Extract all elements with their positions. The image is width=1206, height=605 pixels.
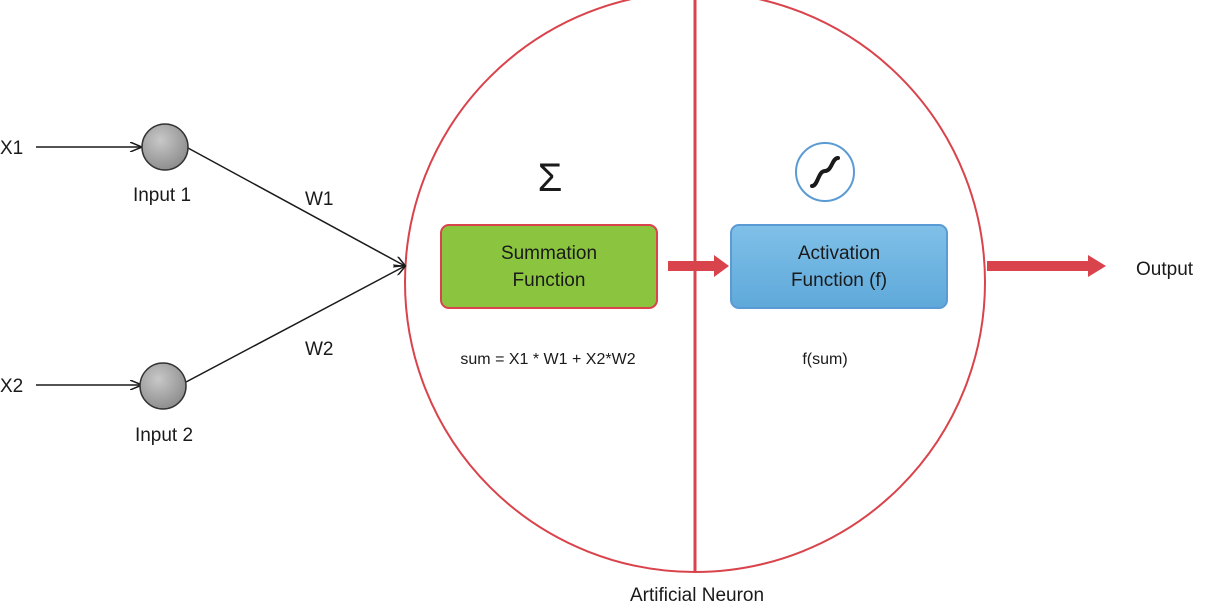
weight-w2-label: W2 [305, 339, 334, 360]
weight-w1-label: W1 [305, 189, 334, 210]
neuron-label: Artificial Neuron [630, 585, 764, 605]
x1-label: X1 [0, 138, 23, 159]
activation-box-line-1: Activation [797, 242, 881, 264]
w2-edge [185, 266, 405, 383]
summation-function-box: Summation Function [440, 224, 658, 309]
input-node-1 [141, 123, 189, 171]
sigma-symbol: Σ [538, 156, 563, 200]
activation-box-line-2: Function (f) [790, 269, 888, 291]
sigmoid-curve-icon [810, 156, 840, 188]
input-1-label: Input 1 [133, 185, 191, 206]
w1-edge [187, 147, 405, 266]
activation-function-box: Activation Function (f) [730, 224, 948, 309]
summation-to-activation-arrow [668, 255, 729, 277]
input-2-label: Input 2 [135, 425, 193, 446]
x2-label: X2 [0, 376, 23, 397]
summation-formula: sum = X1 * W1 + X2*W2 [460, 351, 635, 368]
summation-box-line-2: Function [512, 269, 586, 291]
summation-box-line-1: Summation [500, 242, 598, 264]
input-node-2 [139, 362, 187, 410]
output-label: Output [1136, 259, 1194, 280]
activation-formula: f(sum) [802, 351, 847, 368]
output-arrow [987, 255, 1106, 277]
